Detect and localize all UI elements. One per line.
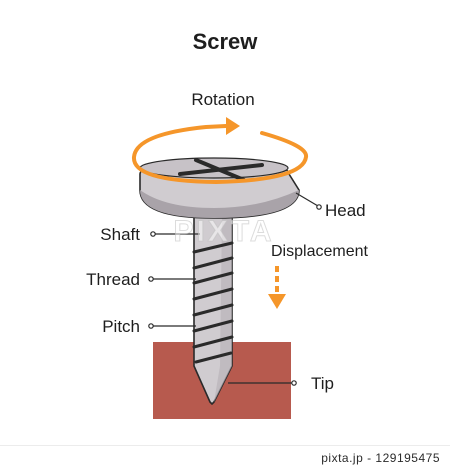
image-number: pixta.jp - 129195475 bbox=[321, 451, 440, 465]
displacement-label: Displacement bbox=[271, 243, 368, 260]
pitch-label: Pitch bbox=[102, 317, 140, 336]
stock-footer: pixta.jp - 129195475 bbox=[0, 445, 450, 470]
page-title: Screw bbox=[193, 29, 259, 54]
thread-label: Thread bbox=[86, 270, 140, 289]
shaft-label: Shaft bbox=[100, 225, 140, 244]
leader-lines bbox=[148, 192, 322, 386]
shaft-shadow bbox=[214, 216, 232, 402]
rotation-arrow-head bbox=[226, 117, 240, 135]
rotation-arrow bbox=[132, 124, 308, 185]
head-shadow bbox=[140, 190, 299, 218]
cross-recess bbox=[178, 158, 264, 182]
rotation-label: Rotation bbox=[191, 90, 254, 109]
head-label: Head bbox=[325, 201, 366, 220]
displacement-arrow-head bbox=[268, 294, 286, 309]
watermark: PIXTA bbox=[173, 215, 274, 248]
tip-label: Tip bbox=[311, 374, 334, 393]
screw-thread bbox=[192, 241, 234, 364]
